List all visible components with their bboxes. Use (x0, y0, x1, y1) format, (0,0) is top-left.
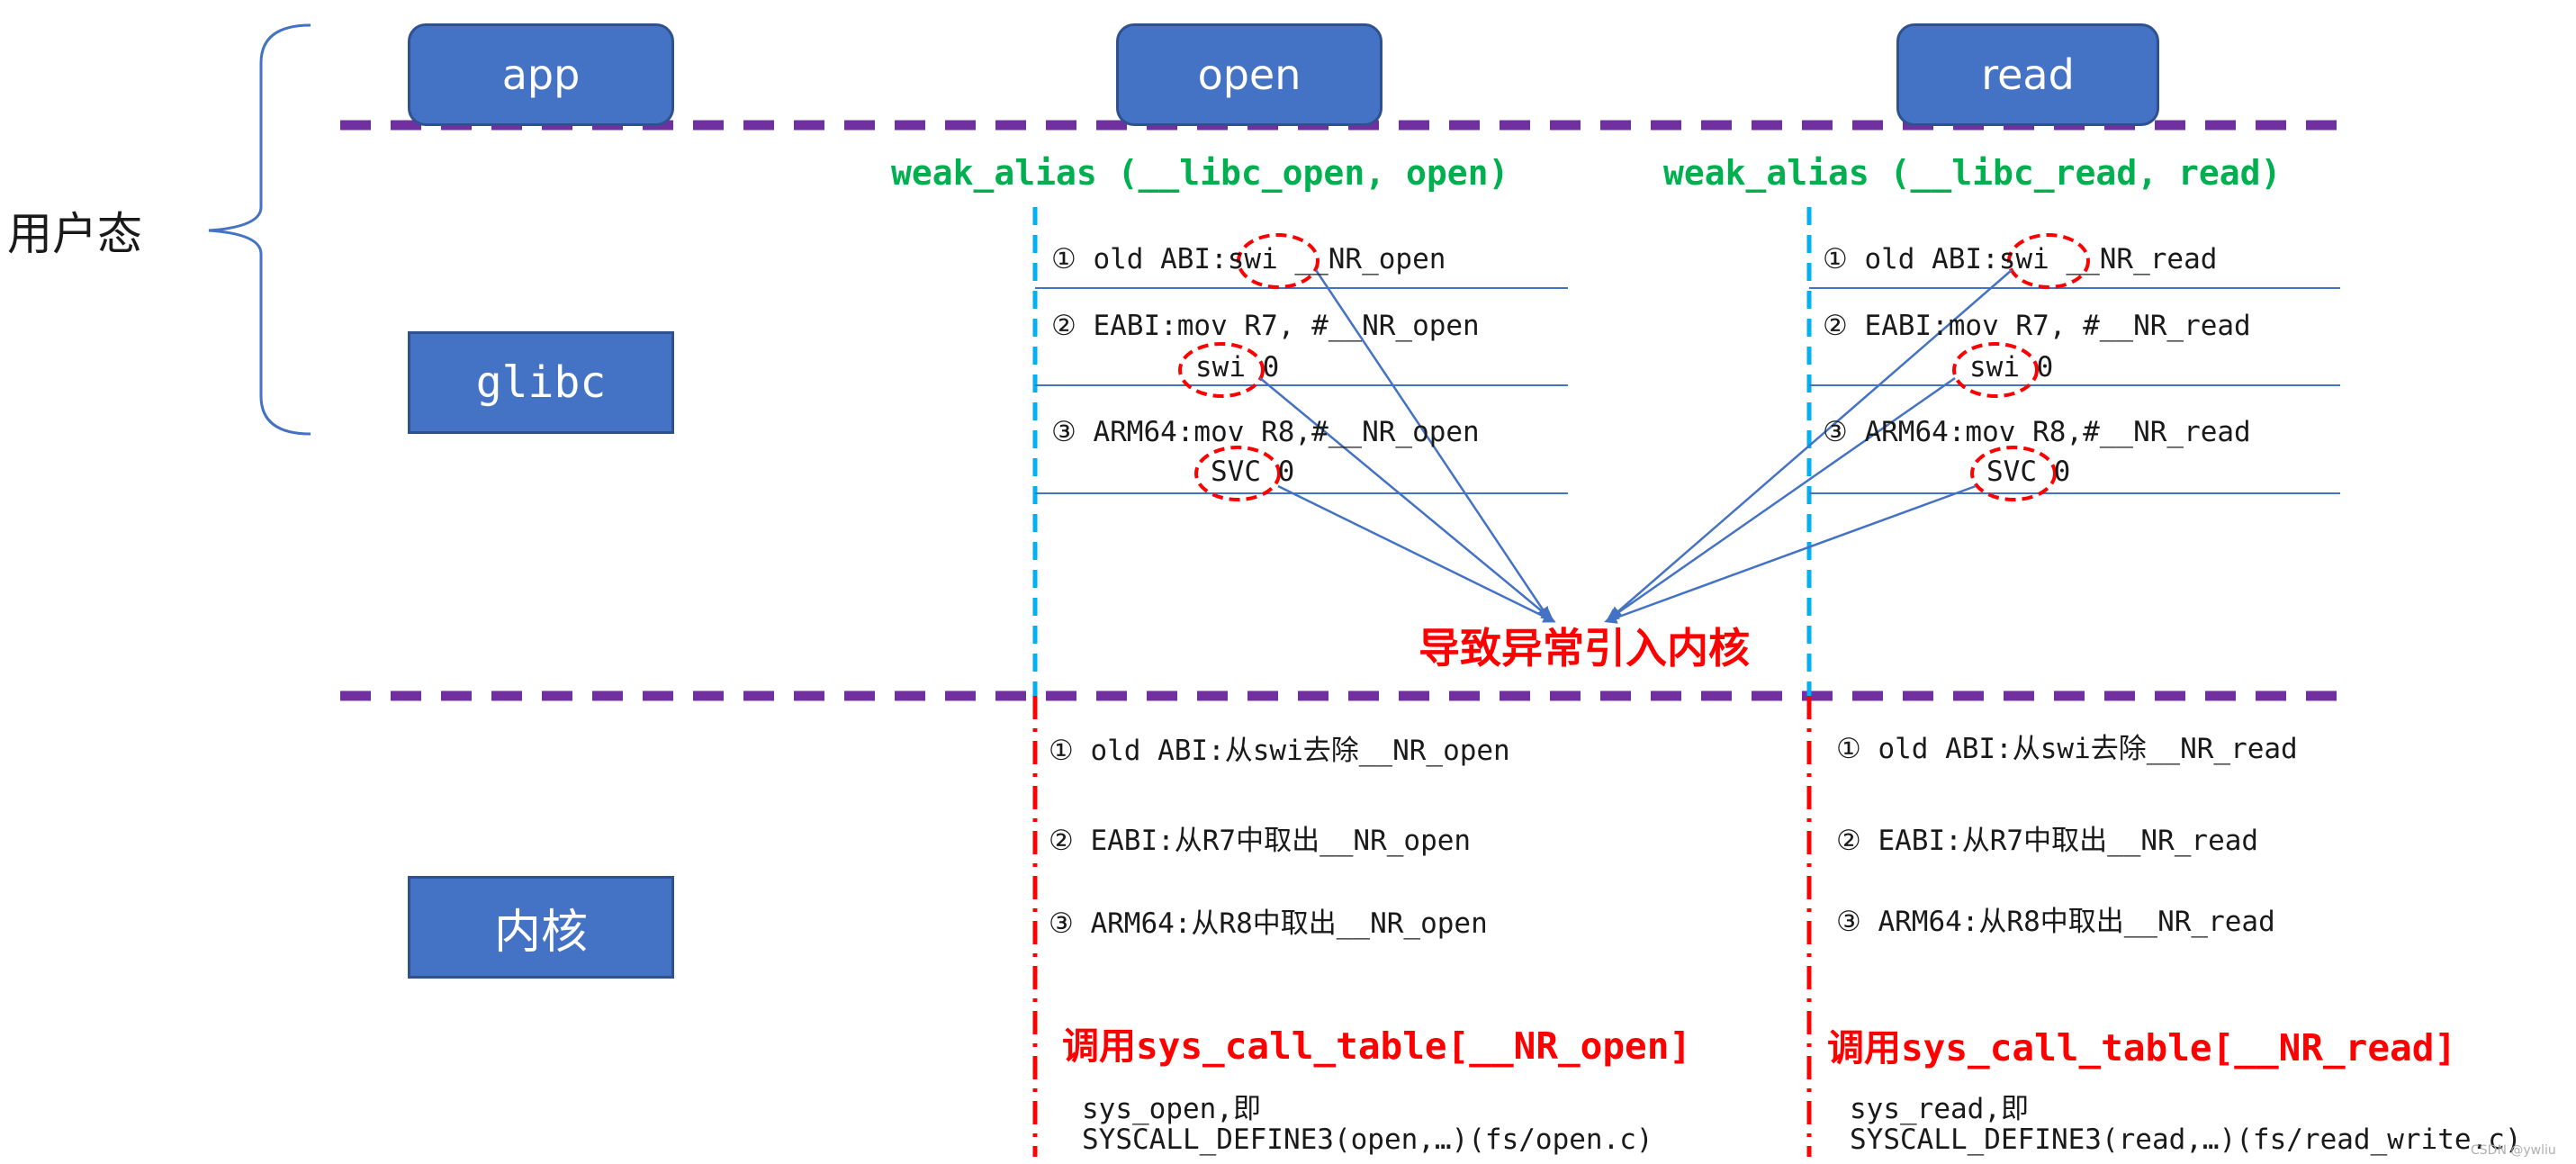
open-arm64-line1: ③ ARM64:mov R8,#__NR_open (1051, 416, 1480, 448)
glibc-box: glibc (408, 331, 674, 434)
read-arm64-svc-circle (1970, 446, 2057, 501)
open-oldabi-prefix: ① old ABI: (1051, 243, 1228, 275)
app-box: app (408, 23, 674, 126)
user-space-brace (208, 23, 311, 436)
open-arm64-svc-circle (1194, 446, 1281, 501)
open-oldabi-swi-circle (1237, 233, 1320, 289)
open-oldabi-line: ① old ABI:swi __NR_open (1051, 243, 1446, 275)
arrow-open-oldabi (1314, 269, 1550, 620)
read-eabi-swi: swi (1969, 351, 2020, 383)
open-arm64-svc: SVC (1211, 456, 1261, 488)
kernel-box: 内核 (408, 876, 674, 979)
kernel-read-oldabi: ① old ABI:从swi去除__NR_read (1836, 733, 2298, 765)
kernel-open-eabi: ② EABI:从R7中取出__NR_open (1049, 825, 1472, 857)
read-box: read (1896, 23, 2159, 126)
open-weak-alias: weak_alias (__libc_open, open) (891, 153, 1509, 193)
read-eabi-swi-circle (1952, 342, 2039, 398)
read-weak-alias: weak_alias (__libc_read, read) (1663, 153, 2282, 193)
open-eabi-swi: swi (1195, 351, 1246, 383)
kernel-open-impl-line1: sys_open,即 (1082, 1093, 1261, 1125)
open-eabi-swi-circle (1178, 342, 1265, 398)
read-oldabi-suffix: __NR_read (2049, 243, 2218, 275)
open-arm64-zero: 0 (1277, 456, 1295, 488)
read-oldabi-prefix: ① old ABI: (1823, 243, 1999, 275)
arrow-open-arm64 (1277, 484, 1556, 623)
read-eabi-line2: swi 0 (1969, 351, 2053, 383)
read-oldabi-swi: swi (1998, 243, 2049, 275)
open-eabi-zero: 0 (1262, 351, 1280, 383)
read-eabi-zero: 0 (2036, 351, 2054, 383)
kernel-read-eabi: ② EABI:从R7中取出__NR_read (1836, 825, 2259, 857)
arrow-read-oldabi (1608, 269, 2013, 619)
arrow-read-eabi (1606, 376, 1956, 621)
kernel-read-call: 调用sys_call_table[__NR_read] (1827, 1026, 2457, 1069)
kernel-read-impl-line1: sys_read,即 (1850, 1093, 2029, 1125)
arrow-read-arm64 (1604, 484, 1977, 624)
read-arm64-line1: ③ ARM64:mov R8,#__NR_read (1823, 416, 2251, 448)
open-oldabi-suffix: __NR_open (1277, 243, 1446, 275)
user-space-label: 用户态 (7, 208, 142, 260)
read-oldabi-swi-circle (2007, 233, 2090, 289)
open-box: open (1116, 23, 1383, 126)
read-eabi-line1: ② EABI:mov R7, #__NR_read (1823, 310, 2251, 342)
kernel-open-oldabi: ① old ABI:从swi去除__NR_open (1049, 735, 1510, 767)
kernel-read-arm64: ③ ARM64:从R8中取出__NR_read (1836, 906, 2275, 938)
read-arm64-svc: SVC (1986, 456, 2037, 488)
kernel-read-impl-line2: SYSCALL_DEFINE3(read,…)(fs/read_write.c) (1850, 1123, 2522, 1156)
arrow-open-eabi (1259, 377, 1554, 621)
open-eabi-line1: ② EABI:mov R7, #__NR_open (1051, 310, 1480, 342)
watermark: CSDN @ywliu (2471, 1143, 2556, 1158)
read-arm64-zero: 0 (2053, 456, 2071, 488)
open-arm64-line2: SVC 0 (1211, 456, 1294, 488)
trap-into-kernel-label: 导致异常引入内核 (1419, 624, 1750, 672)
kernel-open-impl-line2: SYSCALL_DEFINE3(open,…)(fs/open.c) (1082, 1123, 1653, 1156)
read-oldabi-line: ① old ABI:swi __NR_read (1823, 243, 2217, 275)
kernel-open-call: 调用sys_call_table[__NR_open] (1062, 1024, 1692, 1068)
kernel-open-arm64: ③ ARM64:从R8中取出__NR_open (1049, 907, 1488, 940)
open-oldabi-swi: swi (1227, 243, 1278, 275)
open-eabi-line2: swi 0 (1195, 351, 1279, 383)
read-arm64-line2: SVC 0 (1986, 456, 2070, 488)
